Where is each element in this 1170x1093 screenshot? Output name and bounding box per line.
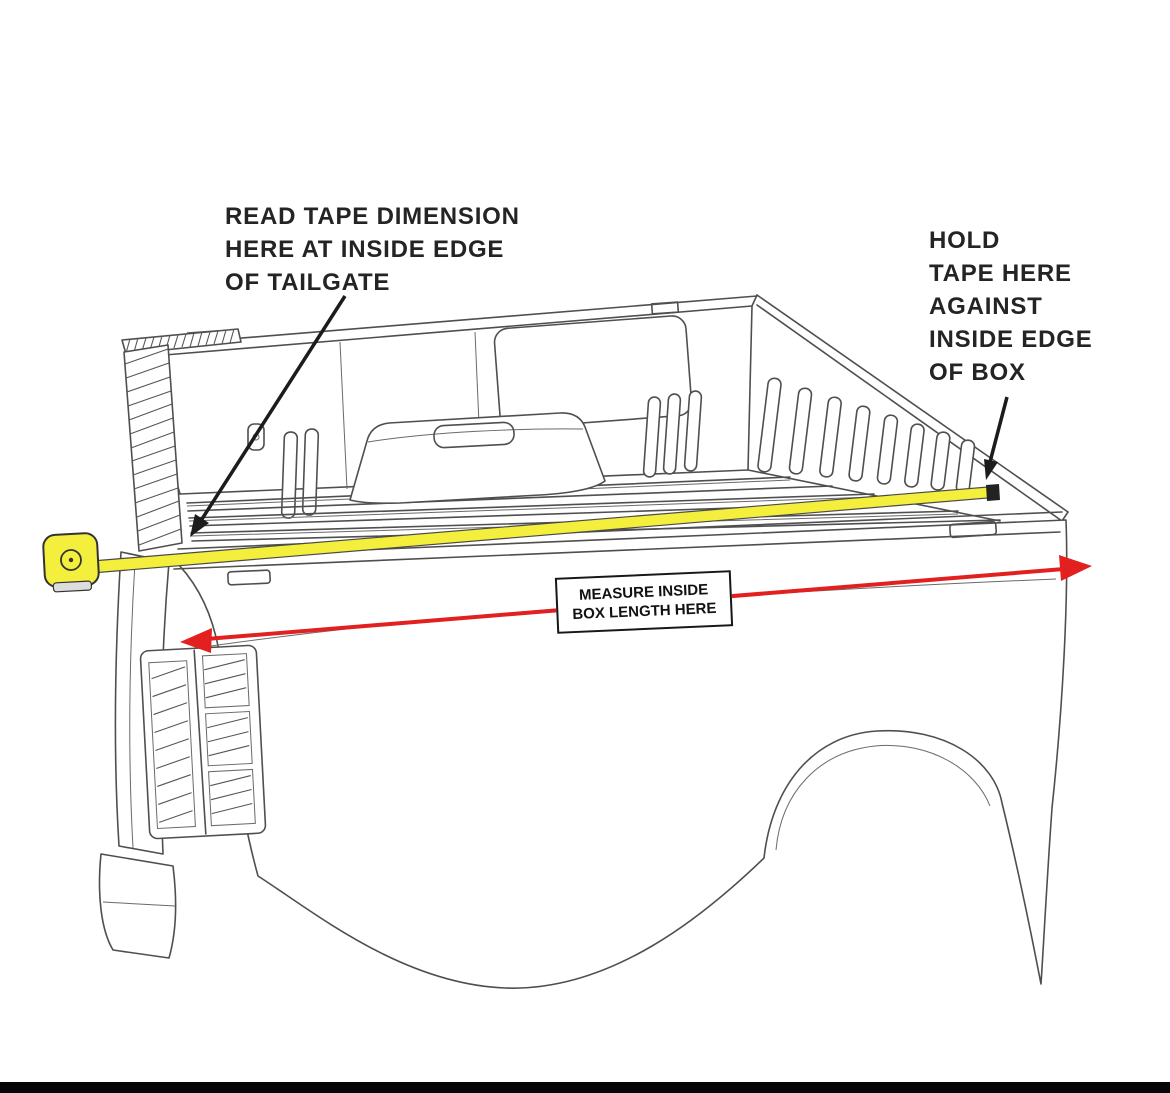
measure-inside-label: MEASURE INSIDE BOX LENGTH HERE: [554, 570, 734, 634]
arrowhead: [984, 459, 998, 480]
wheel-arch: [775, 744, 991, 851]
bulkhead: [642, 294, 1069, 522]
pointer-arrow-tailgate: [190, 295, 347, 537]
tie-down-cleat: [642, 396, 662, 478]
stake-pocket: [650, 301, 680, 315]
arrowhead-right: [1059, 555, 1092, 581]
tape-body: [42, 532, 100, 593]
tie-down-cleat: [683, 390, 703, 472]
tie-down-cleat: [662, 393, 682, 475]
wall-recess-panel: [493, 315, 693, 429]
hold-tape-note: HOLD TAPE HERE AGAINST INSIDE EDGE OF BO…: [929, 227, 1093, 386]
read-tape-note: READ TAPE DIMENSION HERE AT INSIDE EDGE …: [225, 203, 520, 296]
tail-light: [139, 644, 267, 840]
rail-latch: [227, 569, 271, 586]
bumper: [98, 853, 177, 959]
wheel-hump: [349, 412, 606, 504]
tape-measure: [42, 484, 1000, 593]
bed-floor: [186, 476, 1001, 542]
tie-down-cleat: [280, 431, 299, 519]
tie-down-cleat: [301, 428, 320, 516]
tailgate: [121, 328, 242, 552]
tie-down: [247, 423, 265, 451]
bottom-divider-bar: [0, 1082, 1170, 1093]
arrowhead: [190, 514, 209, 537]
stake-pocket: [949, 520, 998, 539]
arrowhead-left: [180, 628, 212, 653]
pointer-arrow-box-edge: [984, 396, 1009, 480]
tape-end-hook: [986, 484, 1000, 501]
